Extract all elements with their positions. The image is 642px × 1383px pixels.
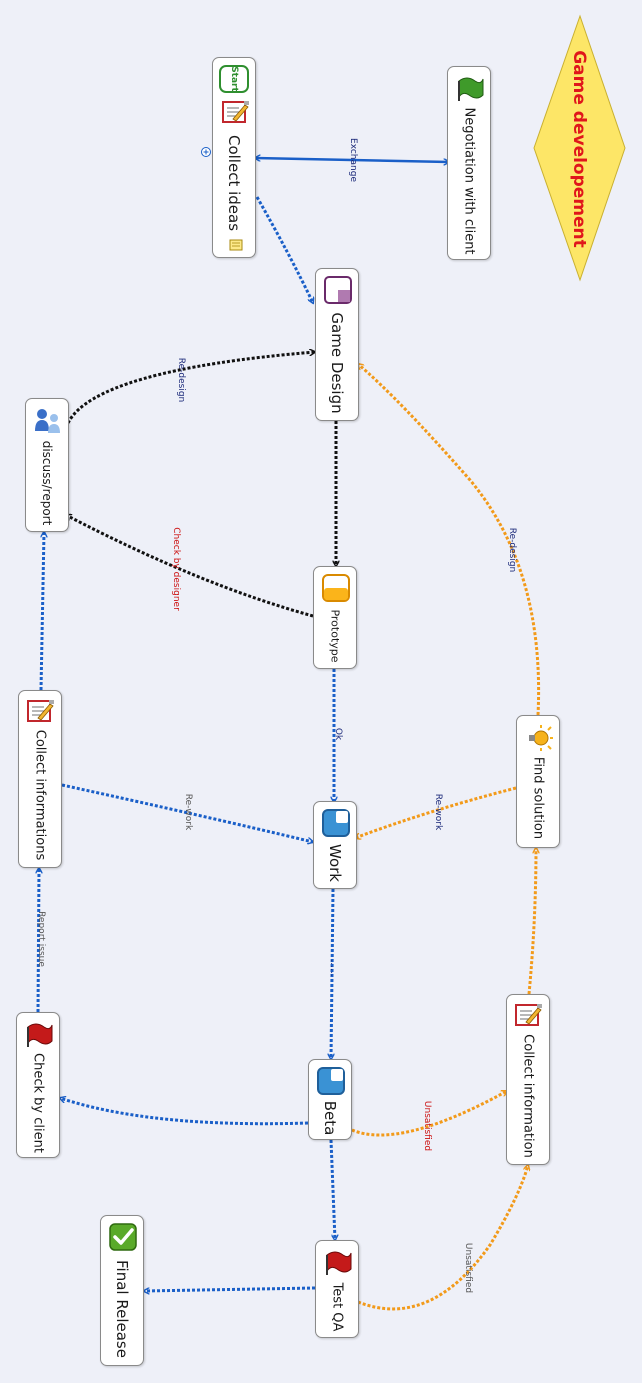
half-square-icon	[322, 574, 350, 602]
node-collect-informations-label: Collect informations	[32, 729, 48, 861]
flag-green-icon	[458, 77, 484, 101]
node-game-design-label: Game Design	[328, 311, 346, 414]
node-final-release[interactable]: Final Release	[100, 1215, 144, 1366]
note-icon	[229, 239, 243, 251]
node-discuss-report[interactable]: discuss/report	[25, 398, 69, 532]
node-work-label: Work	[326, 844, 344, 882]
edge-report-issue	[38, 868, 39, 1013]
page-title: Game developement	[569, 50, 589, 248]
label-unsatisfied-beta: Unsatisfied	[422, 1100, 432, 1152]
edge-beta-to-qa	[329, 1139, 335, 1240]
node-collect-ideas[interactable]: Start Collect ideas	[212, 57, 256, 258]
label-redesign-top: Re-design	[176, 357, 186, 403]
node-test-qa-label: Test QA	[329, 1282, 345, 1332]
node-find-solution-label: Find solution	[530, 756, 546, 839]
node-negotiation-label: Negotiation with client	[461, 107, 477, 255]
label-exchange: Exchange	[348, 138, 358, 182]
edge-redesign-orange	[358, 364, 541, 716]
label-check-by-designer: Check by designer	[171, 527, 181, 611]
node-collect-information[interactable]: Collect information	[506, 994, 550, 1165]
title-diamond	[533, 14, 626, 282]
people-chat-icon	[35, 409, 60, 433]
edge-rework-blue	[61, 783, 313, 842]
node-work[interactable]: Work	[313, 801, 357, 889]
label-report-issue: Report issue	[36, 911, 46, 967]
edge-collectinfo-to-findsolution	[527, 848, 536, 995]
flag-red-icon	[27, 1023, 53, 1047]
three-quarter-square-icon	[317, 1067, 345, 1095]
edge-beta-to-client	[60, 1098, 309, 1126]
checkmark-icon	[109, 1223, 137, 1251]
label-rework-right: Re-work	[433, 793, 443, 831]
node-test-qa[interactable]: Test QA	[315, 1240, 359, 1338]
node-beta[interactable]: Beta	[308, 1059, 352, 1140]
expand-icon[interactable]	[200, 146, 212, 158]
start-badge: Start	[219, 65, 249, 93]
node-check-by-client-label: Check by client	[30, 1053, 46, 1153]
node-collect-ideas-label: Collect ideas	[225, 134, 243, 231]
edge-unsatisfied-beta	[351, 1089, 507, 1137]
node-discuss-report-label: discuss/report	[40, 440, 54, 526]
label-unsatisfied-qa: Unsatisfied	[463, 1242, 473, 1294]
node-negotiation-with-client[interactable]: Negotiation with client	[447, 66, 491, 260]
label-ok: Ok	[333, 727, 343, 741]
edge-check-by-designer	[66, 513, 314, 618]
edge-redesign-black	[66, 352, 315, 424]
node-check-by-client[interactable]: Check by client	[16, 1012, 60, 1158]
label-redesign-right: Re-design	[507, 527, 517, 573]
flag-red-icon	[326, 1251, 352, 1275]
clipboard-icon	[222, 101, 249, 123]
edge-unsatisfied-qa	[357, 1165, 528, 1311]
node-final-release-label: Final Release	[113, 1259, 131, 1358]
label-rework-left: Re-work	[183, 793, 193, 831]
node-beta-label: Beta	[321, 1100, 339, 1135]
quarter-square-icon	[324, 276, 352, 304]
edge-exchange	[255, 158, 449, 162]
edge-collectinfos-to-discuss	[39, 532, 44, 691]
clipboard-icon	[515, 1004, 542, 1026]
three-quarter-square-icon	[322, 809, 350, 837]
lightbulb-icon	[529, 725, 553, 751]
label-dots: ......	[328, 959, 338, 977]
edge-rework-orange	[355, 786, 517, 838]
clipboard-icon	[27, 700, 54, 722]
edge-qa-to-release	[144, 1286, 316, 1291]
node-collect-informations[interactable]: Collect informations	[18, 690, 62, 868]
node-find-solution[interactable]: Find solution	[516, 715, 560, 848]
node-prototype[interactable]: Prototype	[313, 566, 357, 669]
node-collect-information-label: Collect information	[520, 1033, 536, 1158]
node-prototype-label: Prototype	[328, 608, 342, 663]
node-game-design[interactable]: Game Design	[315, 268, 359, 421]
edge-ideas-to-design	[255, 196, 313, 303]
edge-work-to-beta	[331, 888, 333, 1059]
